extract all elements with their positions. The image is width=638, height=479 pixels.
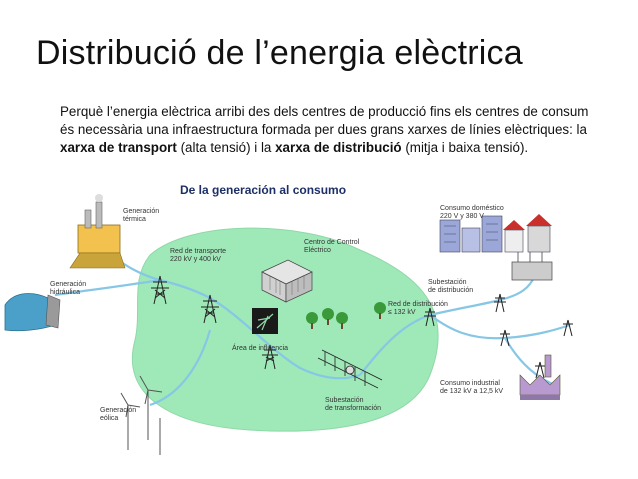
diagram-heading: De la generación al consumo: [180, 183, 346, 197]
label-subtrans-2: de transformación: [325, 405, 381, 412]
label-wind-1: Generación: [100, 407, 136, 414]
intro-bold-distribution: xarxa de distribució: [275, 140, 402, 155]
hydro-plant: [4, 293, 61, 332]
control-center-building: [261, 259, 313, 303]
label-area: Área de influencia: [232, 343, 288, 352]
label-distnet-1: Red de distribución: [388, 301, 448, 308]
transformation-substation: [317, 349, 383, 389]
label-industrial-1: Consumo industrial: [440, 380, 500, 387]
label-thermal-1: Generación: [123, 208, 159, 215]
intro-text-2: (alta tensió) i la: [176, 140, 276, 155]
distribution-substation: [511, 250, 553, 281]
influence-area-icon: [252, 308, 278, 334]
trees: [306, 302, 386, 329]
label-thermal-2: térmica: [123, 216, 146, 223]
label-industrial-2: de 132 kV a 12,5 kV: [440, 388, 503, 395]
label-subtrans-1: Subestación: [325, 397, 364, 404]
page-title: Distribució de l’energia elèctrica: [36, 34, 523, 72]
intro-paragraph: Perquè l’energia elèctrica arribi des de…: [60, 103, 600, 157]
influence-area-shape: [131, 227, 439, 432]
industrial-factory: [519, 354, 561, 400]
label-subdist-1: Subestación: [428, 279, 467, 286]
wind-turbines: [120, 375, 163, 455]
intro-text-3: (mitja i baixa tensió).: [401, 140, 529, 155]
label-domestic-2: 220 V y 380 V: [440, 213, 484, 220]
label-wind-2: eólica: [100, 415, 118, 422]
transmission-towers: [151, 275, 573, 379]
generation-to-consumption-diagram: De la generación al consumo Generación t…: [4, 183, 573, 455]
intro-bold-transport: xarxa de transport: [60, 140, 177, 155]
label-domestic-1: Consumo doméstico: [440, 205, 504, 212]
label-control-1: Centro de Control: [304, 239, 360, 246]
label-control-2: Eléctrico: [304, 247, 331, 254]
thermal-plant: [69, 194, 126, 269]
label-transport-2: 220 kV y 400 kV: [170, 256, 221, 263]
label-hydro-1: Generación: [50, 281, 86, 288]
label-hydro-2: hidráulica: [50, 289, 80, 296]
label-distnet-2: ≤ 132 kV: [388, 309, 416, 316]
intro-text-1: Perquè l’energia elèctrica arribi des de…: [60, 104, 589, 137]
label-transport-1: Red de transporte: [170, 248, 226, 255]
label-subdist-2: de distribución: [428, 287, 473, 294]
domestic-buildings: [439, 214, 552, 253]
